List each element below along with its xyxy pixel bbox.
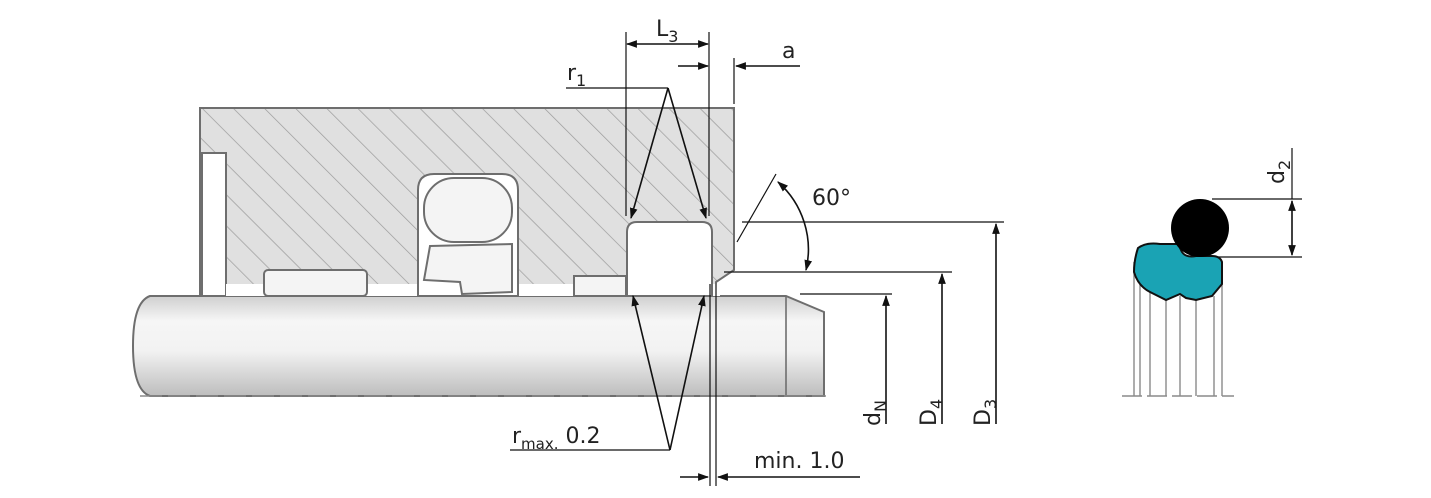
label-a: a	[782, 39, 795, 64]
guide-ring	[263, 269, 368, 297]
back-ring	[573, 275, 627, 297]
label-rmax: rmax. 0.2	[512, 424, 600, 453]
wiper-groove	[626, 221, 713, 297]
label-angle: 60°	[812, 186, 851, 211]
rod	[131, 295, 825, 397]
housing-slot	[201, 152, 227, 297]
label-D4: D4	[917, 399, 946, 426]
label-L3: L3	[656, 17, 678, 46]
label-r1: r1	[567, 61, 586, 90]
seal-detail	[1122, 199, 1234, 397]
label-d2: d2	[1265, 160, 1294, 184]
o-ring	[1171, 199, 1229, 257]
seal-profile	[1132, 242, 1223, 302]
label-dN: dN	[861, 400, 890, 426]
label-min: min. 1.0	[754, 449, 844, 474]
groove-seal-profile	[422, 242, 513, 296]
groove-oring	[423, 177, 513, 243]
label-D3: D3	[971, 399, 1000, 426]
